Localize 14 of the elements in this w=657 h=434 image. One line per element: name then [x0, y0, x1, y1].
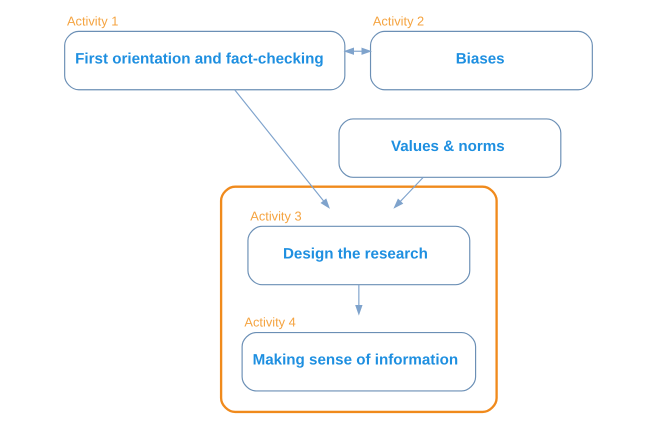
node-box: Design the research: [247, 226, 470, 286]
cluster: [220, 185, 498, 414]
node-box: Values & norms: [338, 118, 562, 178]
arrow: [234, 90, 330, 209]
node-box: Biases: [370, 30, 593, 90]
node-box: First orientation and fact-checking: [64, 30, 346, 90]
arrow: [393, 177, 424, 209]
arrow: [355, 284, 363, 316]
arrow: [343, 48, 372, 55]
node-label: Activity 1: [67, 13, 118, 28]
node-label: Activity 4: [244, 314, 296, 330]
node-box: Making sense of information: [242, 332, 476, 392]
node-label: Activity 2: [372, 13, 424, 28]
node-label: Activity 3: [250, 208, 302, 224]
